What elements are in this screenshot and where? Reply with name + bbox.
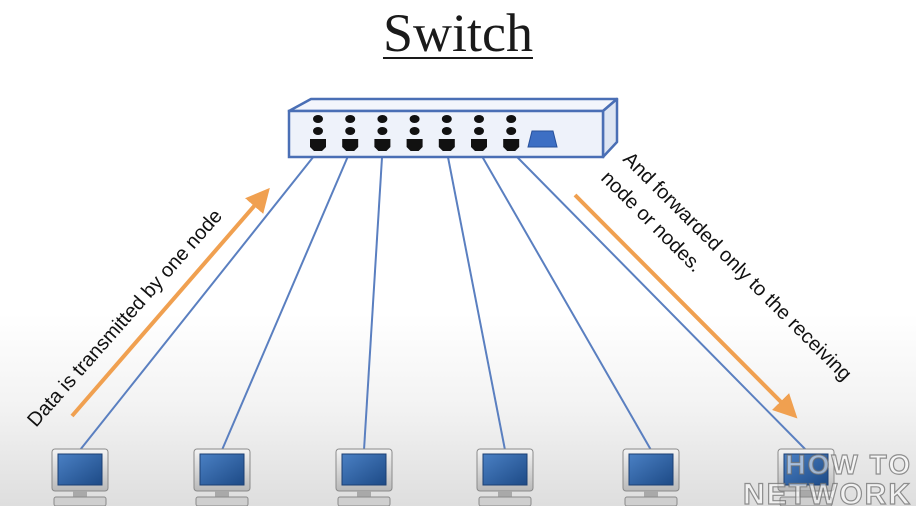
switch-port [310,115,326,151]
switch-port [374,115,391,151]
computer-icon [193,448,251,506]
switch-device [287,97,619,159]
computers [51,448,835,506]
switch-side-face [601,97,619,159]
howtonetwork-watermark: HOW TO NETWORK [742,449,912,511]
switch-port [471,115,487,151]
switch-ports [310,115,520,151]
left-label: Data is transmitted by one node [23,205,227,431]
cable [221,150,352,451]
computer-icon [777,448,835,506]
cables [79,150,807,451]
cable [79,150,319,451]
cable [510,150,807,451]
computer-icon [476,448,534,506]
switch-top-face [287,97,619,113]
computer-icon [335,448,393,506]
watermark-line1: HOW TO [785,449,912,480]
watermark-line2: NETWORK [742,478,912,511]
cable [478,150,652,451]
switch-port [438,115,455,151]
upload-arrow [70,187,270,418]
right-label-line1: And forwarded only to the receiving [618,148,855,385]
cable [363,150,384,451]
switch-port [342,115,359,151]
forward-arrow [573,193,798,419]
computer-icon [51,448,109,506]
switch-port [503,115,520,151]
uplink-port [527,130,558,148]
diagram-title: Switch [382,3,533,63]
computer-icon [622,448,680,506]
cable [445,150,506,451]
switch-port [406,115,423,151]
